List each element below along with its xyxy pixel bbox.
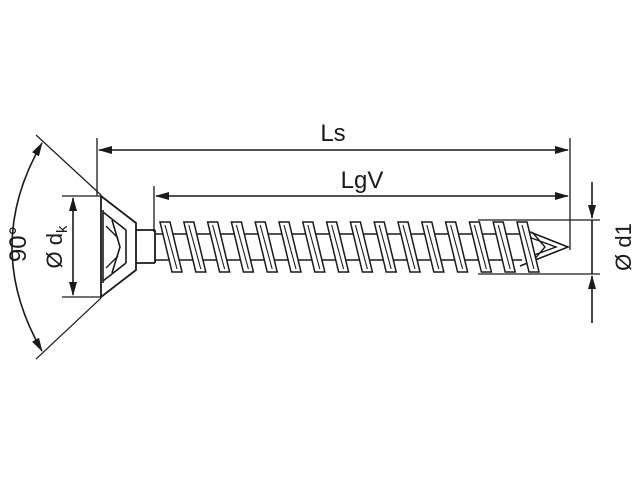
thread-hatch: [450, 224, 464, 270]
thread-hatch: [188, 224, 202, 270]
thread-hatch: [212, 224, 226, 270]
angle-arc: [11, 142, 43, 352]
thread-hatch: [307, 224, 321, 270]
head-diameter-dimension: Ø dk: [42, 195, 101, 298]
screw-head: [100, 194, 156, 299]
dk-label-main: Ø d: [42, 233, 67, 268]
screw: [100, 194, 571, 299]
thread-hatch: [521, 224, 535, 270]
d1-label: Ø d1: [611, 223, 636, 271]
head-ribs: [105, 225, 119, 269]
thread-hatch: [235, 224, 249, 270]
thread-hatch: [259, 224, 273, 270]
angle-extension-bottom: [35, 297, 102, 360]
lgv-dimension: LgV: [153, 167, 569, 232]
thread-hatch: [331, 224, 345, 270]
angle-extension-top: [35, 134, 102, 196]
angle-label: 90°: [5, 226, 32, 262]
thread-hatch: [402, 224, 416, 270]
thread: [155, 221, 540, 273]
tip-cutting-edges: [525, 231, 559, 263]
lgv-label: LgV: [341, 167, 384, 194]
thread-hatch: [497, 224, 511, 270]
angle-dimension: 90°: [5, 134, 102, 360]
ls-dimension: Ls: [96, 120, 571, 250]
dk-label-subscript: k: [54, 225, 71, 233]
thread-hatch: [354, 224, 368, 270]
dk-label: Ø dk: [42, 225, 71, 268]
thread-hatch: [426, 224, 440, 270]
head-recess: [102, 210, 127, 283]
thread-hatch: [283, 224, 297, 270]
thread-hatch: [473, 224, 487, 270]
thread-hatch: [164, 224, 178, 270]
thread-diameter-dimension: Ø d1: [478, 182, 636, 323]
thread-hatch: [378, 224, 392, 270]
head-outline: [100, 194, 137, 299]
ls-label: Ls: [320, 120, 345, 147]
